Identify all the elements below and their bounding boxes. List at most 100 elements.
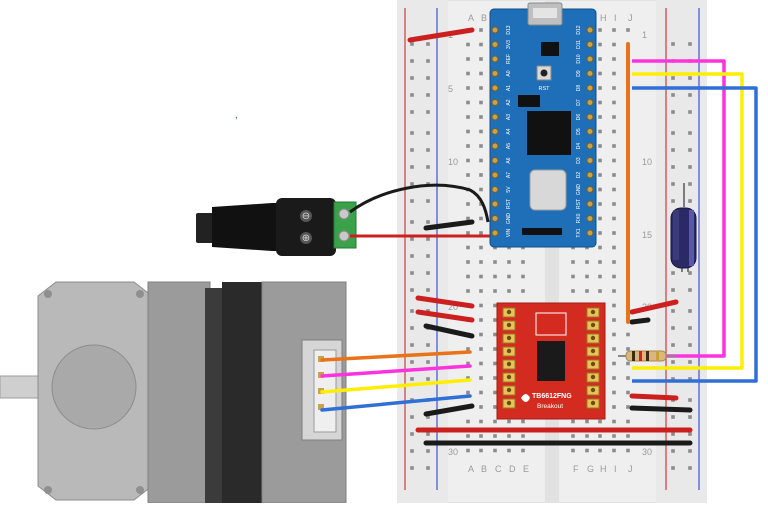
- breadboard-hole[interactable]: [626, 376, 630, 380]
- breadboard-hole[interactable]: [507, 434, 511, 438]
- rail-hole[interactable]: [671, 76, 675, 80]
- breadboard-hole[interactable]: [612, 376, 616, 380]
- rail-hole[interactable]: [426, 110, 430, 114]
- breadboard-hole[interactable]: [466, 289, 470, 293]
- breadboard-hole[interactable]: [479, 216, 483, 221]
- rail-hole[interactable]: [410, 59, 414, 63]
- arduino-pin[interactable]: [491, 99, 499, 106]
- rail-hole[interactable]: [410, 309, 414, 313]
- breadboard-hole[interactable]: [466, 448, 470, 453]
- breadboard-hole[interactable]: [598, 274, 602, 279]
- breadboard-hole[interactable]: [466, 173, 470, 177]
- arduino-pin[interactable]: [491, 26, 499, 34]
- breadboard-hole[interactable]: [479, 231, 483, 235]
- breadboard-hole[interactable]: [612, 187, 616, 192]
- rail-hole[interactable]: [671, 309, 675, 313]
- arduino-pin[interactable]: [586, 55, 594, 63]
- rail-hole[interactable]: [410, 466, 414, 470]
- breadboard-hole[interactable]: [521, 448, 525, 453]
- rail-hole[interactable]: [426, 76, 430, 80]
- breadboard-hole[interactable]: [612, 318, 616, 322]
- arduino-pin[interactable]: [586, 186, 594, 193]
- rail-hole[interactable]: [410, 220, 414, 224]
- breadboard-hole[interactable]: [479, 448, 483, 453]
- breadboard-hole[interactable]: [466, 71, 470, 76]
- rail-hole[interactable]: [688, 271, 692, 275]
- rail-hole[interactable]: [426, 466, 430, 470]
- breadboard-hole[interactable]: [598, 448, 602, 453]
- breadboard-hole[interactable]: [479, 57, 483, 61]
- rail-hole[interactable]: [671, 415, 675, 419]
- rail-hole[interactable]: [671, 182, 675, 186]
- rail-hole[interactable]: [410, 432, 414, 436]
- breadboard-hole[interactable]: [571, 419, 575, 424]
- breadboard-hole[interactable]: [479, 173, 483, 177]
- arduino-pin[interactable]: [491, 84, 499, 92]
- breadboard-hole[interactable]: [612, 303, 616, 308]
- breadboard-hole[interactable]: [612, 158, 616, 163]
- arduino-pin[interactable]: [586, 200, 594, 208]
- rail-hole[interactable]: [688, 165, 692, 169]
- breadboard-hole[interactable]: [479, 318, 483, 322]
- rail-hole[interactable]: [410, 271, 414, 275]
- breadboard-hole[interactable]: [507, 274, 511, 279]
- rail-hole[interactable]: [410, 110, 414, 114]
- breadboard-hole[interactable]: [466, 376, 470, 380]
- breadboard-hole[interactable]: [612, 361, 616, 366]
- breadboard-hole[interactable]: [493, 361, 497, 366]
- breadboard-hole[interactable]: [571, 434, 575, 438]
- breadboard-hole[interactable]: [521, 260, 525, 264]
- arduino-pin[interactable]: [586, 113, 594, 121]
- breadboard-hole[interactable]: [493, 260, 497, 264]
- breadboard-hole[interactable]: [612, 129, 616, 134]
- breadboard-hole[interactable]: [612, 86, 616, 90]
- breadboard-hole[interactable]: [598, 28, 602, 32]
- breadboard-hole[interactable]: [598, 100, 602, 105]
- breadboard-hole[interactable]: [612, 28, 616, 32]
- breadboard-hole[interactable]: [466, 202, 470, 206]
- breadboard-hole[interactable]: [626, 419, 630, 424]
- rail-hole[interactable]: [671, 432, 675, 436]
- rail-hole[interactable]: [410, 182, 414, 186]
- breadboard-hole[interactable]: [571, 448, 575, 453]
- breadboard-hole[interactable]: [585, 289, 589, 293]
- breadboard-hole[interactable]: [493, 274, 497, 279]
- breadboard-hole[interactable]: [626, 347, 630, 351]
- breadboard-hole[interactable]: [521, 274, 525, 279]
- breadboard-hole[interactable]: [626, 332, 630, 337]
- arduino-pin[interactable]: [491, 128, 499, 135]
- rail-hole[interactable]: [671, 377, 675, 381]
- breadboard-hole[interactable]: [493, 405, 497, 409]
- arduino-pin[interactable]: [586, 128, 594, 135]
- breadboard-hole[interactable]: [571, 274, 575, 279]
- breadboard-hole[interactable]: [479, 390, 483, 395]
- rail-hole[interactable]: [688, 466, 692, 470]
- breadboard-hole[interactable]: [466, 434, 470, 438]
- breadboard-hole[interactable]: [479, 187, 483, 192]
- arduino-pin[interactable]: [586, 26, 594, 34]
- rail-hole[interactable]: [410, 93, 414, 97]
- breadboard-hole[interactable]: [612, 115, 616, 119]
- breadboard-hole[interactable]: [598, 144, 602, 148]
- rail-hole[interactable]: [688, 377, 692, 381]
- rail-hole[interactable]: [671, 288, 675, 292]
- rail-hole[interactable]: [426, 254, 430, 258]
- arduino-pin[interactable]: [491, 229, 499, 237]
- breadboard-hole[interactable]: [612, 231, 616, 235]
- breadboard-hole[interactable]: [626, 448, 630, 453]
- breadboard-hole[interactable]: [598, 187, 602, 192]
- breadboard-hole[interactable]: [493, 347, 497, 351]
- breadboard-hole[interactable]: [598, 158, 602, 163]
- breadboard-hole[interactable]: [479, 71, 483, 76]
- arduino-pin[interactable]: [491, 55, 499, 63]
- breadboard-hole[interactable]: [612, 245, 616, 250]
- breadboard-hole[interactable]: [479, 376, 483, 380]
- breadboard-hole[interactable]: [585, 448, 589, 453]
- rail-hole[interactable]: [426, 343, 430, 347]
- breadboard-hole[interactable]: [612, 71, 616, 76]
- breadboard-hole[interactable]: [507, 419, 511, 424]
- rail-hole[interactable]: [688, 288, 692, 292]
- rail-hole[interactable]: [688, 93, 692, 97]
- breadboard-hole[interactable]: [626, 28, 630, 32]
- rail-hole[interactable]: [688, 360, 692, 364]
